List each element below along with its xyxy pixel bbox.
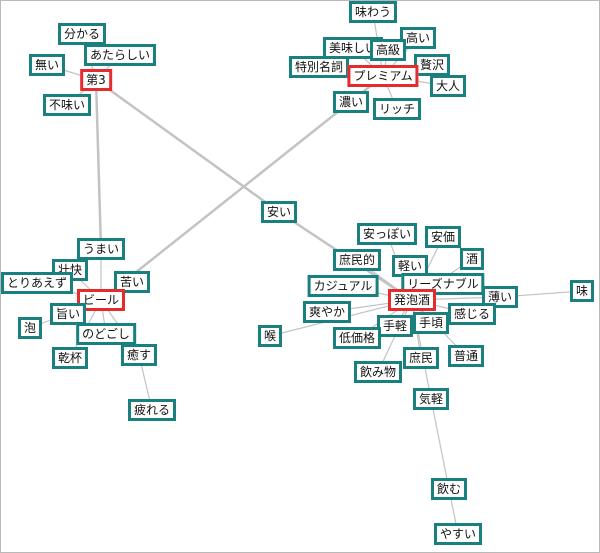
node-nomimono[interactable]: 飲み物: [353, 361, 403, 383]
node-kanpai[interactable]: 乾杯: [51, 347, 89, 369]
node-kigaru[interactable]: 気軽: [412, 388, 450, 410]
node-sake[interactable]: 酒: [459, 248, 485, 270]
node-nomu[interactable]: 飲む: [430, 478, 468, 500]
node-tokubetsu[interactable]: 特別名詞: [288, 56, 350, 78]
node-tegoro[interactable]: 手頃: [412, 312, 450, 334]
node-zeitaku[interactable]: 贅沢: [413, 54, 451, 76]
node-shomin[interactable]: 庶民: [402, 347, 440, 369]
node-happoshu[interactable]: 発泡酒: [387, 289, 437, 311]
edge-dai3-yasui: [95, 78, 280, 214]
node-otona[interactable]: 大人: [429, 75, 467, 97]
node-kanjiru[interactable]: 感じる: [447, 303, 497, 325]
node-casual[interactable]: カジュアル: [307, 275, 379, 297]
node-atarashii[interactable]: あたらしい: [83, 44, 157, 66]
node-sawayaka[interactable]: 爽やか: [302, 301, 352, 323]
node-dai3[interactable]: 第3: [80, 69, 112, 91]
node-futsuu[interactable]: 普通: [447, 345, 485, 367]
node-beer[interactable]: ビール: [76, 289, 126, 311]
node-tsukareru[interactable]: 疲れる: [127, 399, 177, 421]
node-iyasu[interactable]: 癒す: [120, 344, 158, 366]
node-toriaezu[interactable]: とりあえず: [0, 272, 74, 294]
node-nigai[interactable]: 苦い: [113, 271, 151, 293]
node-fumi[interactable]: 不味い: [42, 94, 92, 116]
edge-dai3-umai: [94, 79, 103, 250]
node-usui[interactable]: 薄い: [481, 286, 519, 308]
node-aji[interactable]: 味: [569, 280, 595, 302]
node-ajiwau[interactable]: 味わう: [348, 1, 398, 23]
node-anka[interactable]: 安価: [424, 226, 462, 248]
node-shomin-teki[interactable]: 庶民的: [332, 249, 382, 271]
node-nodogoshi[interactable]: のどごし: [76, 323, 136, 345]
node-yasuppoi[interactable]: 安っぽい: [356, 223, 418, 245]
node-takai[interactable]: 高い: [399, 27, 437, 49]
node-wakaru[interactable]: 分かる: [57, 23, 107, 45]
node-rich[interactable]: リッチ: [372, 98, 422, 120]
node-umai2[interactable]: 旨い: [49, 303, 87, 325]
edge-premium-beer: [100, 75, 384, 301]
node-yasui[interactable]: 安い: [260, 201, 298, 223]
node-nai[interactable]: 無い: [28, 54, 66, 76]
node-umai[interactable]: うまい: [76, 238, 126, 260]
node-teikakaku[interactable]: 低価格: [332, 327, 382, 349]
node-awa[interactable]: 泡: [17, 317, 43, 339]
node-nodo[interactable]: 喉: [257, 325, 283, 347]
node-koukyuu[interactable]: 高級: [369, 39, 407, 61]
node-premium[interactable]: プレミアム: [347, 65, 419, 87]
node-koi[interactable]: 濃い: [332, 91, 370, 113]
node-yasusui[interactable]: やすい: [433, 523, 483, 545]
edge-kigaru-nomu: [430, 398, 450, 490]
node-tegaru[interactable]: 手軽: [376, 315, 414, 337]
